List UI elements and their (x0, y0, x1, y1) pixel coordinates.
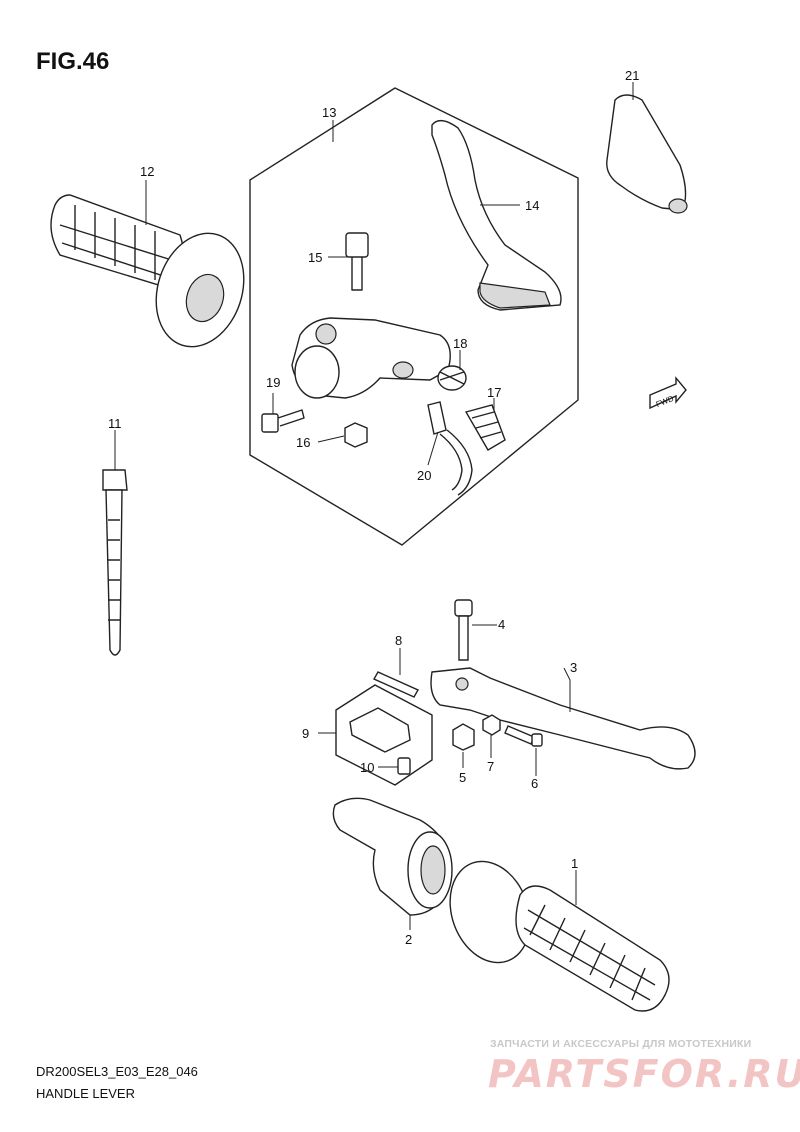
callout-3: 3 (570, 660, 577, 675)
callout-10: 10 (360, 760, 374, 775)
callout-12: 12 (140, 164, 154, 179)
part-18-adjuster[interactable] (437, 365, 467, 391)
callout-20: 20 (417, 468, 431, 483)
callout-11: 11 (108, 416, 122, 431)
part-16-nut[interactable] (344, 422, 368, 448)
callout-18: 18 (453, 336, 467, 351)
part-3-brake-lever[interactable] (430, 667, 696, 770)
figure-title: FIG.46 (36, 48, 110, 75)
figure-subtitle: HANDLE LEVER (36, 1086, 135, 1101)
callout-1: 1 (571, 856, 578, 871)
part-5-nut[interactable] (452, 723, 475, 751)
callout-19: 19 (266, 375, 280, 390)
part-15-pivot-bolt[interactable] (345, 232, 369, 291)
callout-5: 5 (459, 770, 466, 785)
callout-2: 2 (405, 932, 412, 947)
part-10-screw[interactable] (397, 757, 411, 775)
part-7-nut[interactable] (482, 714, 501, 736)
callout-8: 8 (395, 633, 402, 648)
callout-17: 17 (487, 385, 501, 400)
part-17-adjuster-bolt[interactable] (464, 404, 506, 451)
part-8-screw[interactable] (373, 671, 419, 698)
part-11-cable-tie[interactable] (102, 469, 128, 656)
callout-15: 15 (308, 250, 322, 265)
part-4-pivot-bolt[interactable] (454, 599, 473, 661)
callout-7: 7 (487, 759, 494, 774)
part-12-left-grip[interactable] (50, 194, 258, 358)
watermark-logo: PARTSFOR.RU (488, 1052, 800, 1096)
callout-21: 21 (625, 68, 639, 83)
callout-16: 16 (296, 435, 310, 450)
callout-13: 13 (322, 105, 336, 120)
callout-14: 14 (525, 198, 539, 213)
lever-holder-body[interactable] (291, 317, 451, 399)
callout-4: 4 (498, 617, 505, 632)
part-6-screw[interactable] (504, 725, 543, 747)
fwd-arrow-icon: FWD (649, 376, 687, 409)
part-21-cover[interactable] (606, 94, 688, 214)
callout-6: 6 (531, 776, 538, 791)
watermark-tagline: ЗАПЧАСТИ И АКСЕССУАРЫ ДЛЯ МОТОТЕХНИКИ (490, 1038, 752, 1050)
part-1-right-grip[interactable] (437, 850, 670, 1012)
figure-code: DR200SEL3_E03_E28_046 (36, 1064, 198, 1079)
leader-lines (114, 82, 634, 930)
part-9-switch[interactable] (335, 684, 433, 786)
part-14-lever[interactable] (431, 120, 562, 311)
part-2-throttle-housing[interactable] (332, 797, 453, 916)
part-20-cable[interactable] (427, 401, 473, 496)
callout-9: 9 (302, 726, 309, 741)
assembly-13-outline (249, 87, 579, 546)
part-19-bolt[interactable] (261, 409, 305, 433)
